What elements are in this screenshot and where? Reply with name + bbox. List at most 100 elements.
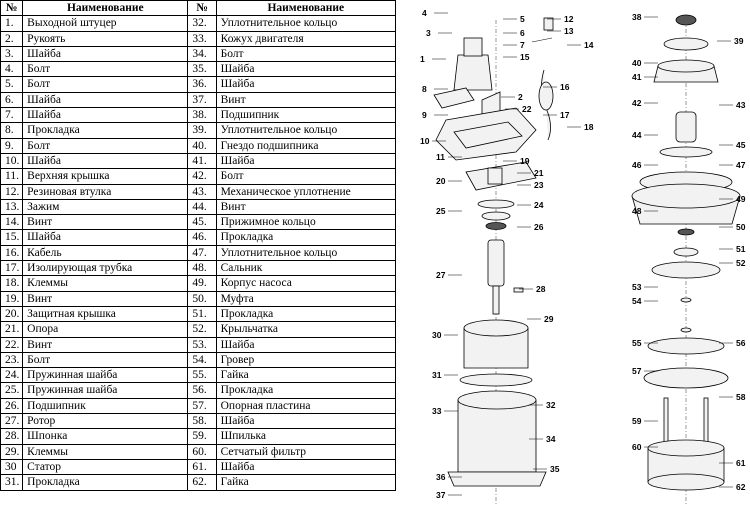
callout-label: 49	[736, 194, 746, 204]
part-name-2: Прокладка	[215, 229, 397, 246]
callout-label: 14	[584, 40, 594, 50]
callout-label: 32	[546, 400, 556, 410]
nut-55	[680, 327, 692, 333]
part-number: 12.	[0, 183, 24, 200]
part-number-2: 42.	[187, 168, 217, 185]
callout-label: 12	[564, 14, 574, 24]
callout-label: 2	[518, 92, 523, 102]
callout-label: 45	[736, 140, 746, 150]
part-number: 4.	[0, 61, 24, 78]
part-number: 2.	[0, 30, 24, 47]
motor-base	[447, 471, 547, 487]
stator-top	[463, 319, 529, 337]
header-number: №	[0, 0, 24, 17]
part-number: 24.	[0, 367, 24, 384]
part-name-2: Корпус насоса	[215, 275, 397, 292]
callout-label: 51	[736, 244, 746, 254]
callout-label: 62	[736, 482, 746, 492]
callout-label: 19	[520, 156, 530, 166]
part-name: Ротор	[22, 413, 189, 430]
part-name: Рукоять	[22, 30, 189, 47]
o-ring-39	[663, 37, 709, 51]
part-number-2: 55.	[187, 367, 217, 384]
callout-label: 46	[632, 160, 642, 170]
part-number: 10.	[0, 152, 24, 170]
part-name-2: Гайка	[215, 367, 397, 384]
part-number: 19.	[0, 290, 24, 307]
callout-label: 37	[436, 490, 446, 500]
part-name-2: Шайба	[215, 152, 397, 170]
callout-label: 16	[560, 82, 570, 92]
callout-label: 26	[534, 222, 544, 232]
part-number: 8.	[0, 122, 24, 139]
part-number-2: 32.	[187, 15, 217, 32]
rotor	[487, 239, 505, 287]
part-name-2: Механическое уплотнение	[215, 183, 397, 200]
callout-label: 25	[436, 206, 446, 216]
part-name: Статор	[22, 458, 189, 476]
part-name: Болт	[22, 351, 189, 369]
callout-label: 52	[736, 258, 746, 268]
part-number: 20.	[0, 305, 24, 323]
part-number: 1.	[0, 15, 24, 32]
part-number-2: 37.	[187, 91, 217, 109]
part-number: 3.	[0, 45, 24, 63]
part-number: 22.	[0, 336, 24, 353]
part-number-2: 41.	[187, 152, 217, 170]
part-name-2: Шайба	[215, 336, 397, 353]
mechanical-seal	[675, 111, 697, 143]
part-name-2: Винт	[215, 91, 397, 109]
part-name: Защитная крышка	[22, 305, 189, 323]
part-name: Подшипник	[22, 397, 189, 415]
part-name-2: Крыльчатка	[215, 321, 397, 338]
exploded-pump-diagram: 1234567891011121314151617181920212223242…	[420, 8, 746, 505]
part-name-2: Винт	[215, 198, 397, 216]
part-name: Прокладка	[22, 122, 189, 139]
callout-label: 1	[420, 54, 425, 64]
part-number: 27.	[0, 413, 24, 430]
callout-label: 50	[736, 222, 746, 232]
part-number: 18.	[0, 275, 24, 292]
part-number-2: 35.	[187, 61, 217, 78]
callout-label: 18	[584, 122, 594, 132]
gasket-31	[459, 373, 533, 387]
part-number: 5.	[0, 76, 24, 93]
callout-label: 28	[536, 284, 546, 294]
spring-washer-25	[481, 211, 511, 221]
part-name: Резиновая втулка	[22, 183, 189, 200]
part-name: Болт	[22, 137, 189, 154]
bearing-38	[675, 14, 697, 26]
callout-label: 5	[520, 14, 525, 24]
gasket-8	[433, 87, 475, 109]
part-number: 25.	[0, 382, 24, 399]
part-number: 6.	[0, 91, 24, 109]
part-name: Пружинная шайба	[22, 382, 189, 399]
part-number-2: 58.	[187, 413, 217, 430]
part-name-2: Шайба	[215, 458, 397, 476]
bearing-seat-top	[657, 59, 715, 73]
part-number-2: 36.	[187, 76, 217, 93]
part-name: Изолирующая трубка	[22, 260, 189, 277]
callout-label: 40	[632, 58, 642, 68]
support-plate	[643, 367, 729, 389]
mesh-filter-bottom	[647, 473, 725, 491]
part-number-2: 38.	[187, 107, 217, 124]
part-number-2: 44.	[187, 198, 217, 216]
callout-label: 39	[734, 36, 744, 46]
part-name: Болт	[22, 76, 189, 93]
gland	[677, 228, 695, 236]
callout-label: 11	[436, 152, 445, 162]
